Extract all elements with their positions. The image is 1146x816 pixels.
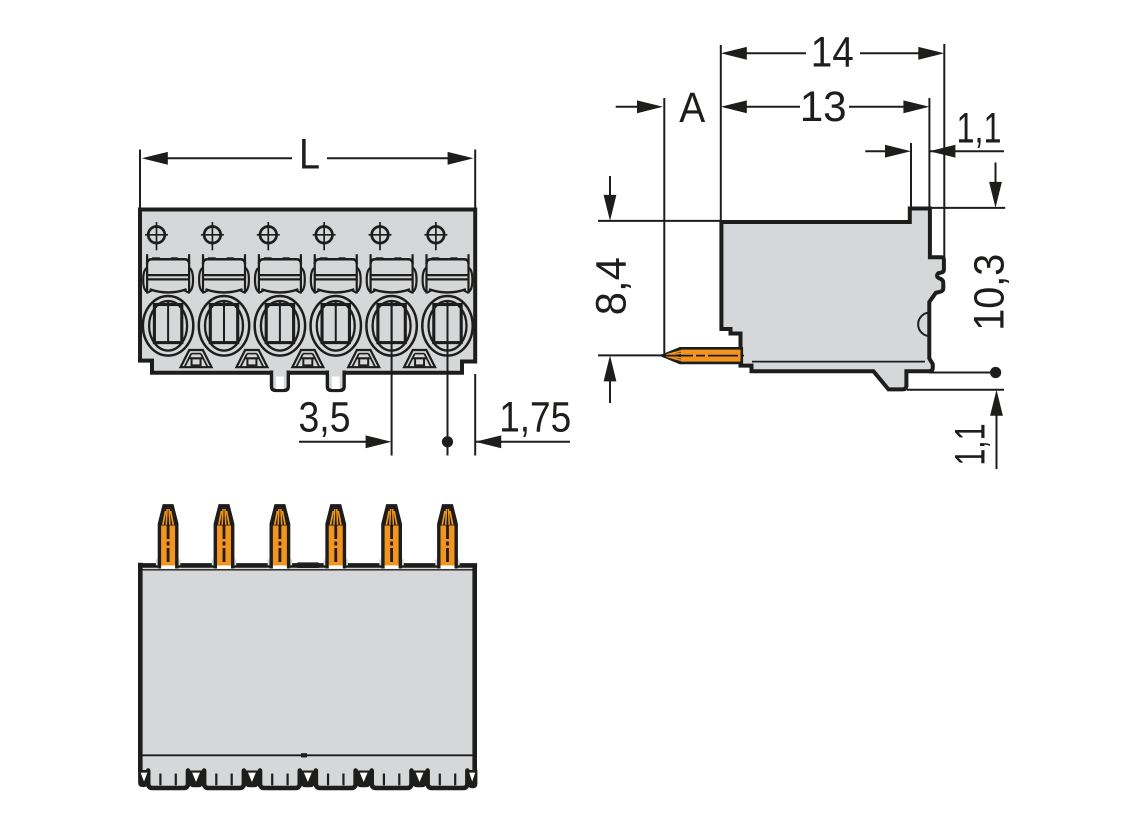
svg-text:13: 13 [800, 83, 847, 131]
svg-text:1,1: 1,1 [947, 424, 995, 466]
svg-text:L: L [299, 131, 320, 179]
svg-text:10,3: 10,3 [965, 254, 1013, 331]
svg-text:A: A [679, 84, 705, 132]
svg-text:8,4: 8,4 [587, 257, 635, 315]
svg-text:14: 14 [811, 28, 854, 76]
svg-text:3,5: 3,5 [299, 394, 351, 442]
svg-text:1,75: 1,75 [499, 394, 571, 442]
svg-text:1,1: 1,1 [957, 105, 1002, 153]
